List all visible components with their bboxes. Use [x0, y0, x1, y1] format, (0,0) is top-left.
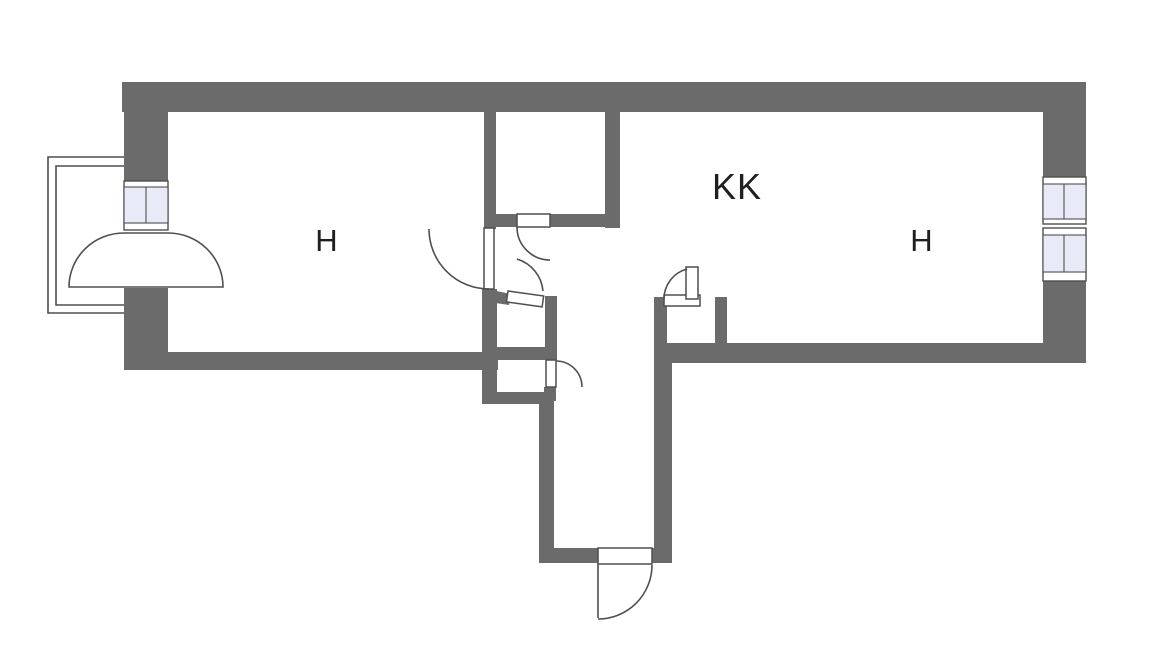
balcony: [47, 156, 124, 314]
room-left-door-swing: [428, 228, 490, 290]
entrance-door: [597, 547, 653, 620]
wall-bottom-left-room: [124, 352, 498, 370]
closet-wall-left: [482, 289, 497, 404]
right-window-upper: [1042, 176, 1087, 225]
niche-door-leaf: [545, 359, 557, 388]
wc-wall-bottom-right: [550, 214, 620, 227]
interior-walls: [482, 112, 727, 563]
balcony-door-swing: [68, 232, 224, 288]
balcony-door: [68, 232, 224, 288]
wall-right-upper: [1043, 82, 1086, 177]
recess-wall-right: [715, 297, 727, 347]
wc-door-swing: [516, 226, 551, 261]
niche-wall-bottom: [482, 392, 554, 404]
kitchen-label: KK: [711, 166, 763, 207]
right-window-lower: [1042, 227, 1087, 282]
wc-door: [516, 213, 551, 261]
wall-top: [122, 82, 1086, 112]
niche-door: [545, 359, 583, 388]
room-left-label: H: [315, 223, 339, 258]
wall-bottom-right-room: [654, 343, 1086, 363]
niche-door-swing: [555, 360, 583, 388]
wc-door-leaf: [516, 213, 551, 228]
kitchen-door-sill: [663, 294, 701, 307]
corridor-wall-left: [539, 397, 554, 563]
recess-wall-left: [654, 297, 667, 347]
corridor-wall-bottom-left: [539, 548, 598, 563]
wc-wall-left: [484, 112, 496, 229]
balcony-outer-rail: [47, 156, 124, 314]
kitchen-door-leaf: [685, 266, 699, 300]
left-window: [123, 180, 169, 231]
entrance-door-swing: [597, 564, 653, 620]
exterior-walls: [122, 82, 1086, 370]
kitchen-door: [663, 266, 701, 307]
wall-left-upper: [124, 82, 168, 181]
wc-wall-right: [605, 112, 620, 228]
corridor-wall-right: [654, 343, 672, 563]
balcony-inner-rail: [55, 165, 124, 306]
closet-door-swing: [516, 258, 544, 292]
closet-wall-bottom: [482, 347, 557, 360]
closet-door: [505, 258, 545, 308]
room-right-label: H: [910, 223, 934, 258]
closet-door-leaf: [505, 290, 545, 308]
wc-wall-bottom-left: [484, 214, 518, 227]
closet-wall-right: [545, 296, 557, 358]
room-left-door: [428, 227, 495, 290]
entrance-door-sill: [597, 547, 653, 565]
room-left-door-leaf: [483, 227, 495, 290]
kitchen-door-swing: [663, 268, 688, 300]
